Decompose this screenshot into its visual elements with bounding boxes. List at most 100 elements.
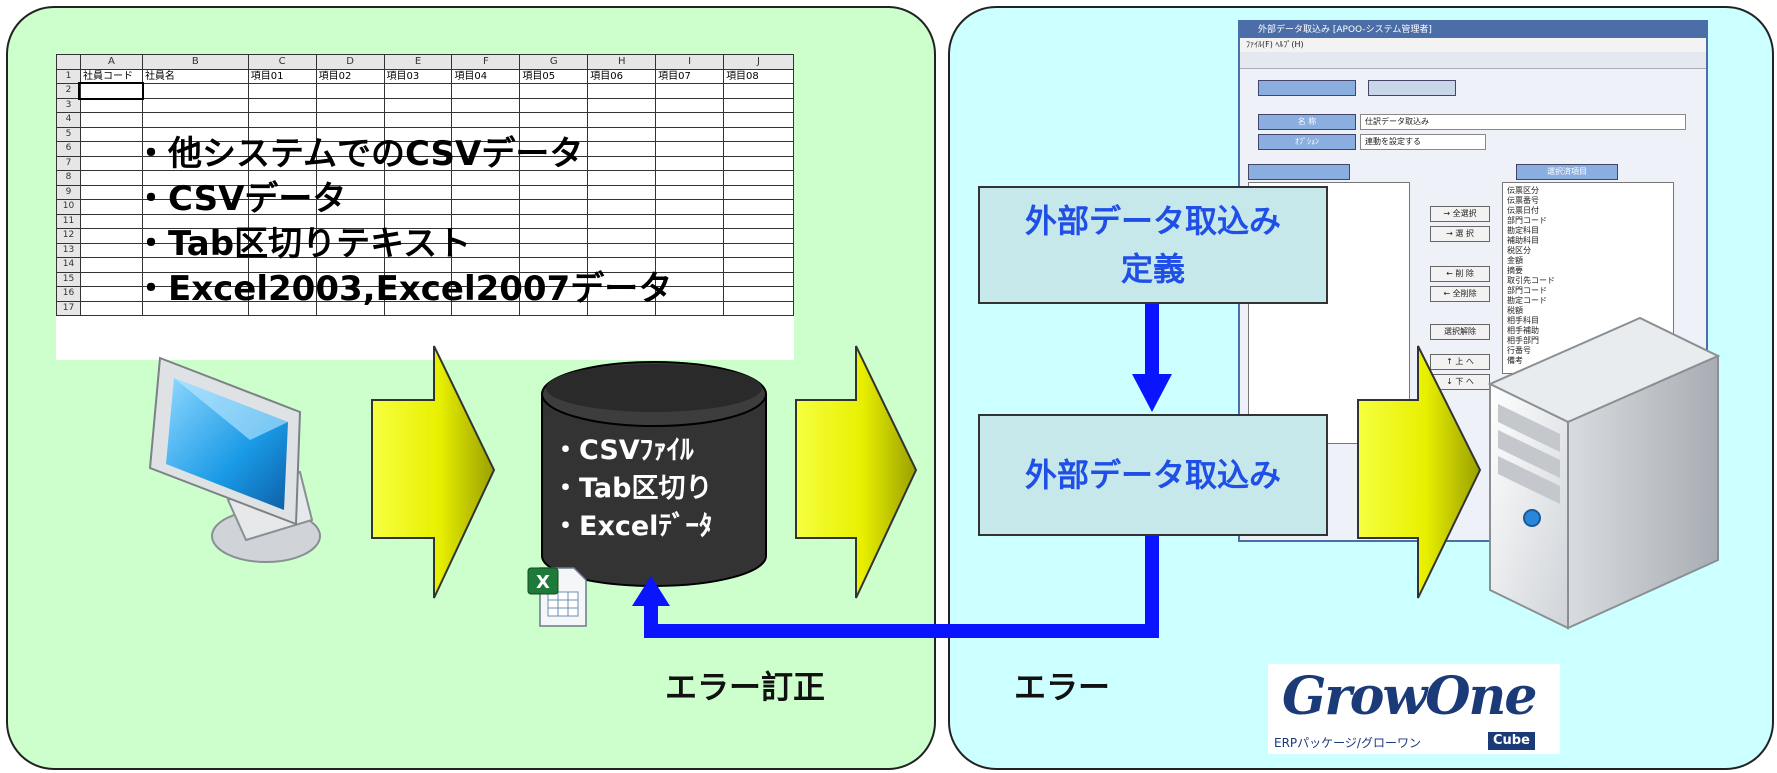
app-mode-button (1368, 80, 1456, 96)
database-icon (541, 361, 767, 587)
sheet-row-number: 7 (56, 155, 81, 171)
app-list-item: 相手補助 (1507, 326, 1539, 335)
sheet-cell (79, 141, 143, 157)
source-format-list: ・他システムでのCSVデータ ・CSVデータ ・Tab区切りテキスト ・Exce… (134, 132, 672, 312)
sheet-column-header: A (79, 54, 143, 70)
app-action-button: → 選 択 (1430, 226, 1490, 242)
sheet-cell (723, 155, 794, 171)
app-list-item: 勘定コード (1507, 296, 1547, 305)
app-menu-bar: ﾌｧｲﾙ(F) ﾍﾙﾌﾟ(H) (1240, 38, 1706, 52)
source-format-item: ・他システムでのCSVデータ (134, 134, 584, 174)
app-list-item: 相手科目 (1507, 316, 1539, 325)
sheet-cell (723, 300, 794, 316)
source-format-item: ・CSVデータ (134, 179, 347, 219)
app-list-item: 伝票番号 (1507, 196, 1539, 205)
sheet-row: 16 (56, 286, 794, 302)
growone-logo: GrowOne ERPパッケージ/グローワン Cube (1268, 664, 1560, 754)
app-list-item: 補助科目 (1507, 236, 1539, 245)
sheet-cell (79, 155, 143, 171)
sheet-row-number: 2 (56, 83, 81, 99)
logo-subtitle: ERPパッケージ/グローワン (1274, 736, 1421, 750)
app-action-button: ← 全削除 (1430, 286, 1490, 302)
app-list-item: 部門コード (1507, 286, 1547, 295)
app-list-item: 金額 (1507, 256, 1523, 265)
server-icon (1487, 316, 1721, 630)
sheet-row-number: 9 (56, 184, 81, 200)
app-title-bar: 外部データ取込み [APOO-システム管理者] (1240, 22, 1706, 38)
sheet-row-number: 11 (56, 213, 81, 229)
sheet-cell (79, 170, 143, 186)
error-label: エラー (1014, 668, 1111, 706)
sheet-row: 9 (56, 184, 794, 200)
sheet-row: 4 (56, 112, 794, 128)
define-to-import-arrow (1132, 304, 1172, 412)
sheet-cell (79, 199, 143, 215)
source-format-item: ・Tab区切りテキスト (134, 224, 472, 264)
app-list-item: 摘要 (1507, 266, 1523, 275)
logo-wordmark: GrowOne (1282, 666, 1537, 727)
app-option-label: ｵﾌﾟｼｮﾝ (1258, 134, 1356, 150)
sheet-row: 5 (56, 126, 794, 142)
sheet-column-header: F (451, 54, 521, 70)
sheet-column-header: G (519, 54, 589, 70)
define-step-subtitle: 定義 (1120, 250, 1185, 288)
error-correction-label: エラー訂正 (665, 668, 826, 706)
app-option-field: 連動を設定する (1360, 134, 1486, 150)
sheet-row: 8 (56, 170, 794, 186)
sheet-row-number: 15 (56, 271, 81, 287)
sheet-row: 10 (56, 199, 794, 215)
define-step-title: 外部データ取込み (1024, 202, 1281, 240)
app-action-button: 選択解除 (1430, 324, 1490, 340)
app-selected-header: 選択済項目 (1516, 164, 1618, 180)
flow-arrow-icon (1357, 345, 1482, 599)
import-step-title: 外部データ取込み (1024, 456, 1281, 494)
app-list-item: 行番号 (1507, 346, 1531, 355)
database-line: ・Tab区切り (552, 473, 713, 504)
sheet-cell (723, 199, 794, 215)
app-list-item: 伝票日付 (1507, 206, 1539, 215)
app-list-item: 税額 (1507, 306, 1523, 315)
sheet-column-header: B (141, 54, 249, 70)
sheet-row: 7 (56, 155, 794, 171)
sheet-row-number: 5 (56, 126, 81, 142)
database-line: ・Excelﾃﾞｰﾀ (552, 511, 713, 542)
define-step-box: 外部データ取込み 定義 (978, 186, 1328, 304)
app-name-field: 仕訳データ取込み (1360, 114, 1686, 130)
sheet-row: 11 (56, 213, 794, 229)
sheet-row: 12 (56, 228, 794, 244)
app-name-label: 名 称 (1258, 114, 1356, 130)
app-mode-button (1258, 80, 1356, 96)
sheet-row-number: 12 (56, 228, 81, 244)
app-selected-items: 伝票区分伝票番号伝票日付部門コード勘定科目補助科目税区分金額摘要取引先コード部門… (1503, 183, 1673, 369)
app-action-button: ↑ 上 へ (1430, 354, 1490, 370)
sheet-row: 6 (56, 141, 794, 157)
sheet-cell (79, 184, 143, 200)
database-contents: ・CSVﾌｧｲﾙ ・Tab区切り ・Excelﾃﾞｰﾀ (552, 432, 712, 546)
app-list-item: 伝票区分 (1507, 186, 1539, 195)
app-list-item: 相手部門 (1507, 336, 1539, 345)
flow-arrow-icon (795, 345, 918, 599)
app-toolbar (1240, 52, 1706, 69)
sheet-cell (723, 141, 794, 157)
source-format-item: ・Excel2003,Excel2007データ (134, 269, 673, 309)
import-step-box: 外部データ取込み (978, 414, 1328, 536)
sheet-row-number: 13 (56, 242, 81, 258)
sheet-row-number: 8 (56, 170, 81, 186)
sheet-column-header: I (655, 54, 725, 70)
svg-text:X: X (536, 572, 550, 593)
sheet-cell (723, 213, 794, 229)
sheet-row-number: 17 (56, 300, 81, 316)
flow-arrow-icon (371, 345, 496, 599)
sheet-row: 14 (56, 257, 794, 273)
sheet-row-number: 14 (56, 257, 81, 273)
sheet-cell (79, 126, 143, 142)
sheet-row: 13 (56, 242, 794, 258)
sheet-row-number: 4 (56, 112, 81, 128)
app-list-item: 取引先コード (1507, 276, 1555, 285)
database-line: ・CSVﾌｧｲﾙ (552, 435, 694, 466)
sheet-cell (79, 213, 143, 229)
sheet-cell (79, 228, 143, 244)
